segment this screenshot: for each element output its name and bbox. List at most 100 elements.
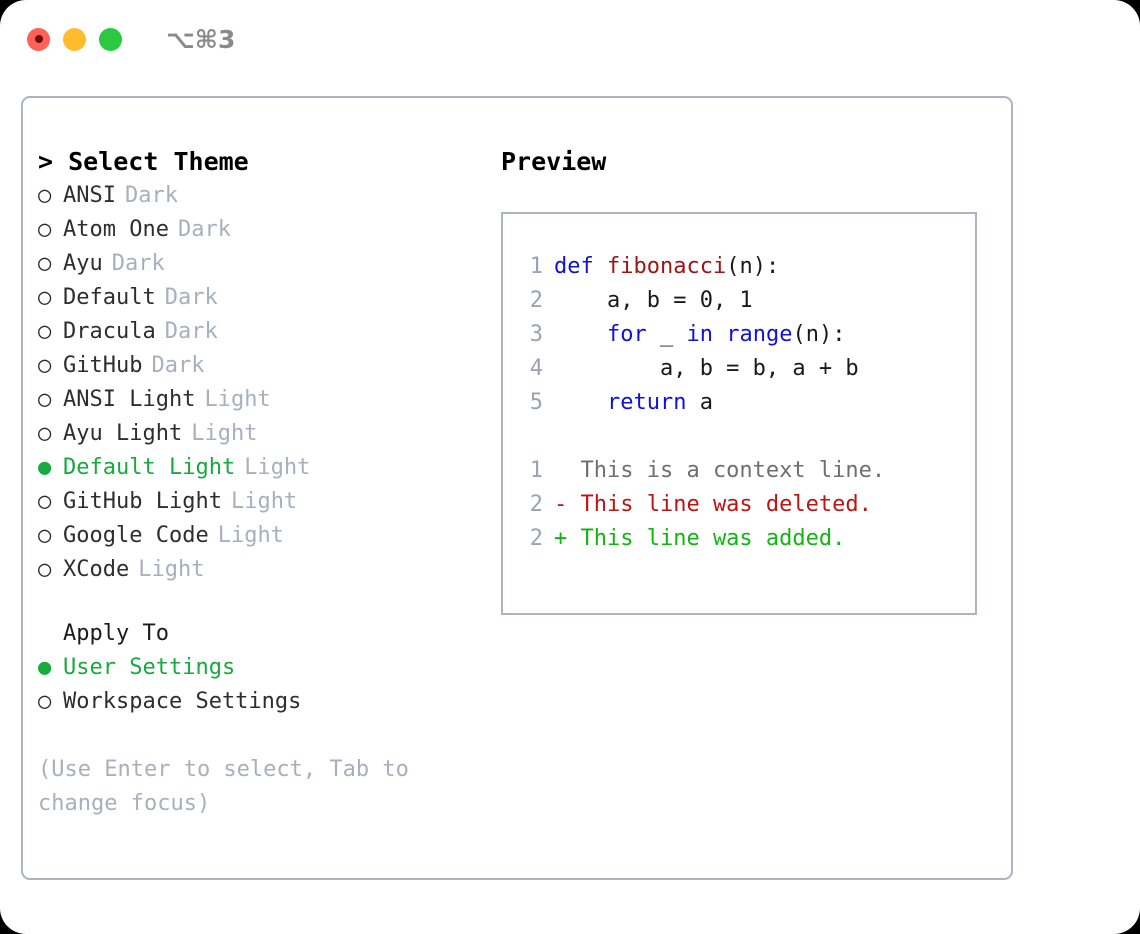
code-text: + This line was added.	[554, 522, 845, 556]
title-bar: ⌥⌘3	[0, 0, 1140, 78]
token-pl: _	[646, 322, 687, 347]
token-pl: a	[686, 390, 713, 415]
code-text: def fibonacci(n):	[554, 250, 779, 284]
token-kw: in	[686, 322, 713, 347]
theme-variant: Dark	[151, 353, 205, 378]
code-text: a, b = 0, 1	[554, 284, 753, 318]
minimize-button[interactable]	[63, 27, 86, 51]
radio-unselected-icon: ○	[38, 183, 52, 208]
radio-unselected-icon: ○	[38, 353, 52, 378]
theme-variant: Dark	[164, 319, 218, 344]
window-controls	[27, 27, 122, 51]
code-text: a, b = b, a + b	[554, 352, 859, 386]
theme-name: Ayu Light	[63, 421, 183, 446]
token-pl: a, b = b, a + b	[554, 356, 859, 381]
code-text: return a	[554, 386, 713, 420]
theme-variant: Light	[244, 455, 311, 480]
preview-heading: Preview	[501, 147, 607, 176]
token-add: + This line was added.	[554, 526, 846, 551]
close-button[interactable]	[27, 27, 50, 51]
line-number: 4	[529, 356, 543, 381]
apply-to-label: Workspace Settings	[63, 689, 302, 714]
code-line: 3 for _ in range(n):	[503, 318, 975, 352]
theme-name: ANSI	[63, 183, 116, 208]
theme-list-item[interactable]: ○ GitHub Dark	[38, 349, 488, 383]
token-pl	[554, 322, 607, 347]
token-ctx: This is a context line.	[554, 458, 886, 483]
theme-variant: Dark	[177, 217, 231, 242]
apply-to-item[interactable]: ○Workspace Settings	[38, 685, 488, 719]
token-pl: a, b = 0, 1	[554, 288, 753, 313]
token-pl: (n):	[726, 254, 780, 279]
token-pl	[713, 322, 726, 347]
theme-name: Default Light	[63, 455, 236, 480]
theme-name: ANSI Light	[63, 387, 196, 412]
apply-to-list[interactable]: ●User Settings○Workspace Settings	[38, 651, 488, 719]
theme-variant: Light	[191, 421, 258, 446]
radio-unselected-icon: ○	[38, 387, 52, 412]
theme-name: Default	[63, 285, 156, 310]
keyboard-shortcut-label: ⌥⌘3	[166, 24, 236, 54]
token-kw: def	[554, 254, 607, 279]
theme-variant: Light	[204, 387, 271, 412]
token-fn: fibonacci	[606, 254, 727, 279]
token-kw: range	[726, 322, 793, 347]
token-kw: return	[606, 390, 687, 415]
theme-list-item[interactable]: ○ Atom One Dark	[38, 213, 488, 247]
diff-line: 2- This line was deleted.	[503, 488, 975, 522]
theme-list-item[interactable]: ○ ANSI Light Light	[38, 383, 488, 417]
theme-name: GitHub	[63, 353, 143, 378]
theme-variant: Dark	[164, 285, 218, 310]
theme-list-item[interactable]: ● Default Light Light	[38, 451, 488, 485]
radio-selected-icon: ●	[38, 455, 52, 480]
code-text: This is a context line.	[554, 454, 885, 488]
code-line: 5 return a	[503, 386, 975, 420]
radio-unselected-icon: ○	[38, 217, 52, 242]
theme-name: Atom One	[63, 217, 169, 242]
maximize-button[interactable]	[99, 27, 122, 51]
keyboard-hint-text: (Use Enter to select, Tab to change focu…	[38, 757, 423, 816]
theme-list-item[interactable]: ○ Dracula Dark	[38, 315, 488, 349]
theme-list-item[interactable]: ○ XCode Light	[38, 553, 488, 587]
line-number: 2	[529, 526, 543, 551]
code-line: 2 a, b = 0, 1	[503, 284, 975, 318]
apply-to-item[interactable]: ●User Settings	[38, 651, 488, 685]
line-number: 1	[529, 458, 543, 483]
token-pl	[554, 390, 607, 415]
theme-name: GitHub Light	[63, 489, 222, 514]
theme-variant: Light	[138, 557, 205, 582]
theme-name: Ayu	[63, 251, 103, 276]
radio-unselected-icon: ○	[38, 421, 52, 446]
token-del: - This line was deleted.	[554, 492, 872, 517]
radio-unselected-icon: ○	[38, 319, 52, 344]
code-spacer	[503, 420, 975, 454]
theme-variant: Dark	[111, 251, 165, 276]
code-text: for _ in range(n):	[554, 318, 845, 352]
theme-name: Dracula	[63, 319, 156, 344]
diff-preview: 1 This is a context line.2- This line wa…	[503, 454, 975, 556]
line-number: 2	[529, 288, 543, 313]
radio-unselected-icon: ○	[38, 489, 52, 514]
theme-list-item[interactable]: ○ Ayu Light Light	[38, 417, 488, 451]
select-theme-heading: > Select Theme	[38, 147, 249, 176]
radio-selected-icon: ●	[38, 655, 52, 680]
token-pl: (n):	[792, 322, 846, 347]
theme-name: XCode	[63, 557, 130, 582]
theme-name: Google Code	[63, 523, 209, 548]
apply-to-heading: Apply To	[63, 621, 169, 646]
radio-unselected-icon: ○	[38, 557, 52, 582]
radio-unselected-icon: ○	[38, 523, 52, 548]
diff-line: 2 + This line was added.	[503, 522, 975, 556]
